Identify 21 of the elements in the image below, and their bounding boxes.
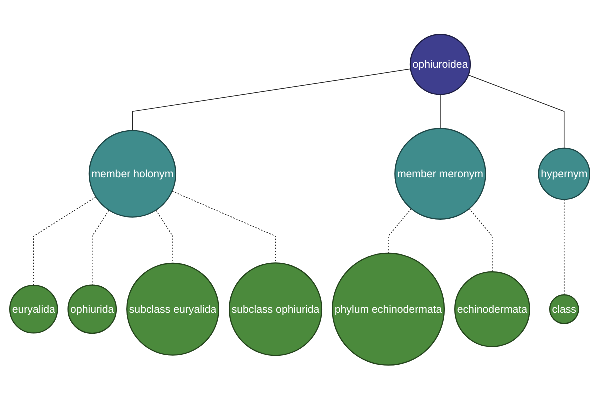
connector bbox=[92, 210, 110, 286]
node-circle: member meronym bbox=[394, 128, 486, 220]
connector bbox=[172, 190, 276, 264]
node-circle: euryalida bbox=[10, 285, 58, 334]
connector bbox=[156, 210, 174, 264]
connector bbox=[388, 208, 412, 254]
connector bbox=[469, 208, 493, 272]
connector bbox=[440, 94, 441, 130]
node-circle: class bbox=[549, 294, 580, 324]
node-circle: hypernym bbox=[538, 148, 590, 200]
node-circle: ophiurida bbox=[68, 284, 118, 334]
node-circle: phylum echinodermata bbox=[332, 252, 446, 366]
connector bbox=[33, 196, 96, 286]
connector bbox=[564, 199, 565, 296]
connector bbox=[132, 68, 412, 132]
node-circle: ophiuroidea bbox=[410, 34, 472, 96]
connector bbox=[468, 74, 565, 149]
node-circle: subclass ophiurida bbox=[228, 262, 323, 356]
node-circle: echinodermata bbox=[454, 271, 530, 348]
node-circle: subclass euryalida bbox=[126, 262, 220, 356]
node-circle: member holonym bbox=[88, 130, 177, 218]
